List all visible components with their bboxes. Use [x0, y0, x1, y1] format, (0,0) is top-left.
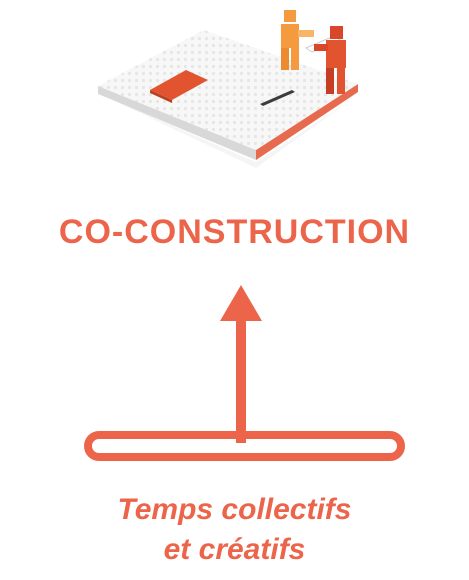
arrow-shaft: [236, 319, 246, 443]
caption-line-2: et créatifs: [0, 530, 469, 570]
diagram-title: CO-CONSTRUCTION: [0, 212, 469, 252]
lego-construction-plate-icon: [84, 0, 374, 172]
caption-line-1: Temps collectifs: [0, 490, 469, 530]
arrow-head: [220, 285, 262, 321]
up-arrow-icon: [0, 280, 469, 480]
diagram-caption: Temps collectifs et créatifs: [0, 490, 469, 570]
rounded-bar-base-icon: [88, 435, 401, 457]
